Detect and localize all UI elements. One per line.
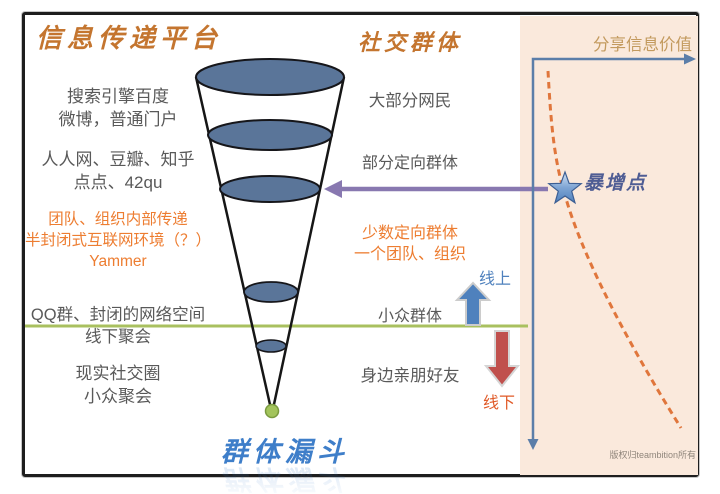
offline-label: 线下 (483, 395, 516, 412)
group-label-partial-targeted: 部分定向群体 (350, 154, 470, 175)
group-label-line: 部分定向群体 (361, 155, 458, 172)
platform-label-line: 点点、42qu (73, 172, 163, 192)
platform-label-closed-spaces: QQ群、封闭的网络空间 线下聚会 (22, 304, 214, 348)
value-axis-down-arrowhead-icon (527, 439, 539, 450)
share-value-axis-label: 分享信息价值 (593, 36, 692, 54)
group-label-niche-groups: 小众群体 (350, 307, 470, 328)
platform-label-line: Yammer (89, 252, 147, 270)
burst-point-label: 暴增点 (584, 172, 648, 194)
funnel-tip-dot (264, 403, 280, 419)
funnel-ellipse-3 (219, 175, 321, 203)
group-label-friends-family: 身边亲朋好友 (350, 366, 470, 387)
group-label-line: 身边亲朋好友 (360, 367, 460, 385)
group-label-line: 少数定向群体 (361, 225, 458, 242)
burst-star-icon (547, 170, 583, 205)
platform-label-mass-portals: 搜索引擎百度 微博，普通门户 (22, 86, 214, 132)
group-label-line: 大部分网民 (368, 92, 452, 110)
value-panel-background (520, 16, 698, 475)
funnel-ellipse-4 (243, 281, 299, 303)
platform-label-line: 搜索引擎百度 (67, 87, 169, 106)
online-up-arrow-icon (454, 281, 492, 326)
platform-title: 信息传递平台 (36, 24, 223, 54)
platform-label-real-life: 现实社交圈 小众聚会 (22, 363, 214, 409)
platform-label-team-internal: 团队、组织内部传递 半封闭式互联网环境（？） Yammer (22, 210, 214, 272)
funnel-ellipse-1 (195, 58, 345, 96)
funnel-ellipse-2 (207, 119, 333, 151)
online-label: 线上 (479, 271, 512, 288)
copyright-text: 版权归teambition所有 (609, 450, 696, 460)
group-label-most-netizens: 大部分网民 (350, 91, 470, 112)
group-label-line: 小众群体 (377, 308, 442, 325)
funnel-caption-wrap: 群体漏斗 群体漏斗 (205, 430, 365, 494)
group-label-few-targeted: 少数定向群体 一个团队、组织 (350, 224, 470, 266)
platform-label-sns-sites: 人人网、豆瓣、知乎 点点、42qu (22, 149, 214, 195)
funnel-caption: 群体漏斗 (221, 437, 349, 468)
value-axis-right-arrowhead-icon (684, 53, 696, 65)
platform-label-line: 半封闭式互联网环境（？） (24, 231, 211, 249)
platform-label-line: 团队、组织内部传递 (48, 211, 188, 228)
platform-label-line: 线下聚会 (85, 328, 151, 347)
value-axis (531, 57, 686, 442)
platform-label-line: 现实社交圈 (75, 364, 161, 383)
burst-point-arrowhead-icon (324, 180, 342, 198)
platform-label-line: 微博，普通门户 (58, 109, 178, 129)
offline-down-arrow-icon (483, 330, 521, 388)
group-label-line: 一个团队、组织 (353, 245, 466, 263)
social-groups-title: 社交群体 (358, 30, 463, 56)
platform-label-line: 小众聚会 (84, 386, 152, 406)
platform-label-line: 人人网、豆瓣、知乎 (41, 150, 195, 169)
platform-label-line: QQ群、封闭的网络空间 (30, 306, 206, 324)
funnel-ellipse-5 (255, 339, 287, 353)
growth-curve (546, 70, 683, 429)
funnel-caption-reflection: 群体漏斗 (221, 463, 349, 494)
